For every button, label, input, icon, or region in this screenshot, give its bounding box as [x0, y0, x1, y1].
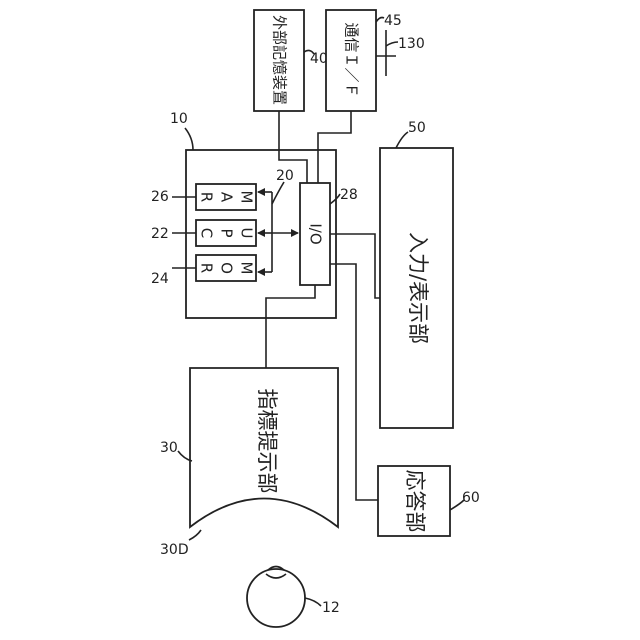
label-28: 28: [340, 187, 358, 203]
network-leader-line: [386, 42, 398, 46]
label-22: 22: [151, 226, 169, 242]
label-12: 12: [322, 600, 340, 616]
label-10: 10: [170, 111, 188, 127]
ram-char-3: M: [238, 191, 256, 204]
eye-icon: [247, 567, 305, 628]
label-50: 50: [408, 120, 426, 136]
label-26: 26: [151, 189, 169, 205]
label-130: 130: [398, 36, 425, 52]
label-20: 20: [276, 168, 294, 184]
label-24: 24: [151, 271, 169, 287]
io-text: I/O: [307, 223, 325, 244]
cpu-char-1: C: [198, 228, 216, 238]
label-30D: 30D: [160, 542, 189, 558]
io-to-indicator-line: [266, 285, 315, 368]
external-storage-text: 外部記憶装置: [271, 15, 289, 105]
label-30: 30: [160, 440, 178, 456]
external-storage-block: 外部記憶装置: [254, 10, 304, 111]
indicator-text: 指標提示部: [255, 389, 279, 494]
comm-leader-line: [376, 18, 384, 23]
ram-char-2: A: [218, 192, 236, 203]
input-display-leader-line: [396, 132, 408, 148]
cpu-char-2: P: [218, 228, 236, 237]
rom-char-2: O: [218, 262, 236, 274]
network-connector: [376, 30, 396, 76]
rom-char-3: M: [238, 262, 256, 275]
indicator-surface-leader-line: [189, 530, 201, 540]
communication-if-text: 通信Ｉ／Ｆ: [343, 22, 361, 97]
label-60: 60: [462, 490, 480, 506]
eye-leader-line: [305, 598, 321, 606]
input-display-text: 入力/表示部: [406, 232, 430, 344]
computer-leader-line: [185, 128, 193, 150]
ram-char-1: R: [198, 192, 216, 202]
cpu-char-3: U: [238, 228, 256, 239]
responder-text: 応答部: [403, 470, 427, 533]
io-to-input-display-line: [330, 234, 380, 298]
label-45: 45: [384, 13, 402, 29]
communication-if-block: 通信Ｉ／Ｆ: [326, 10, 376, 111]
rom-char-1: R: [198, 263, 216, 273]
